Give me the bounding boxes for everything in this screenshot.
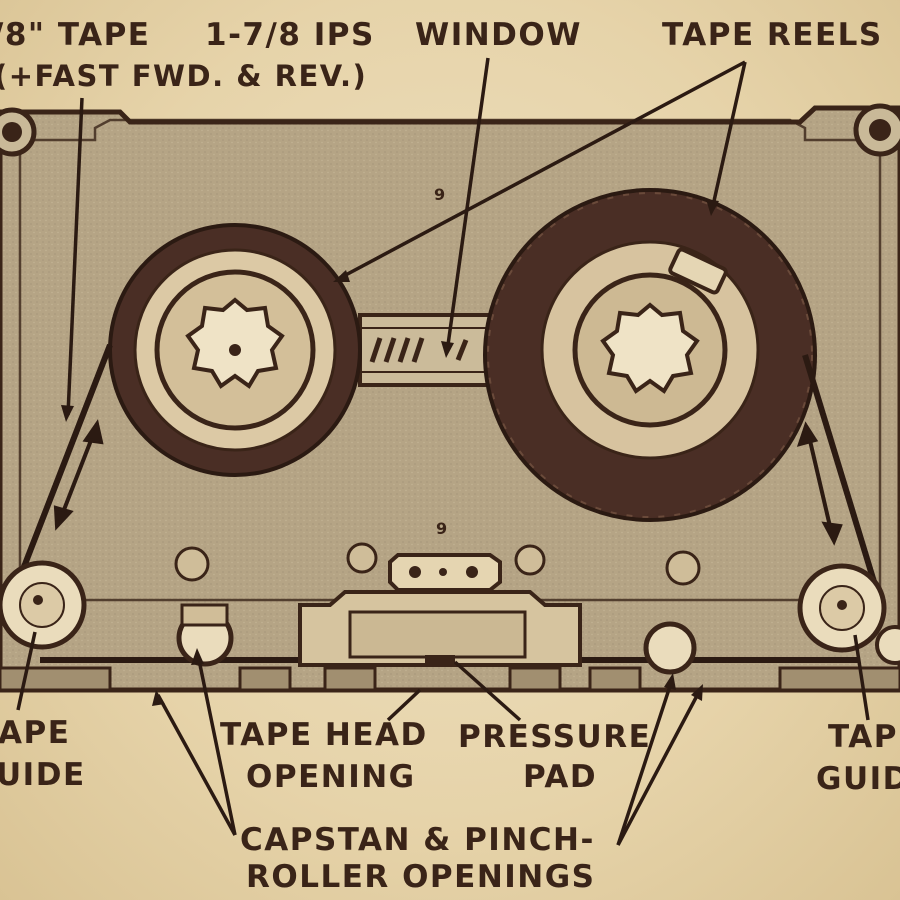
right-edge-roller [875, 625, 900, 665]
leader-lines [16, 57, 870, 846]
label-window: WINDOW [415, 17, 582, 53]
label-speed: 1-7/8 IPS [205, 17, 375, 53]
right-tape-reel [483, 188, 817, 522]
right-capstan-roller [643, 621, 697, 675]
label-tape-head-2: OPENING [246, 759, 416, 795]
label-tape-guide-right-1: TAPE [828, 719, 900, 755]
label-fast-fwd-rev: (+FAST FWD. & REV.) [0, 59, 368, 93]
label-tape-width: /8" TAPE [0, 17, 151, 53]
left-reel-hub-icon [229, 344, 241, 356]
label-capstan-2: ROLLER OPENINGS [246, 859, 596, 895]
right-tape-guide [797, 563, 887, 653]
label-pressure-pad-1: PRESSURE [458, 719, 652, 755]
label-tape-guide-left-2: UIDE [0, 757, 86, 793]
pressure-pad-bridge [388, 553, 502, 592]
screw-hole-right [853, 103, 900, 157]
shell-mark-lower: 9 [436, 519, 447, 538]
left-double-arrow-icon [53, 419, 104, 531]
shell-mark-upper: 9 [434, 185, 445, 204]
arrowheads [61, 199, 719, 706]
alignment-holes [174, 542, 701, 586]
left-tape-guide [0, 560, 87, 650]
screw-hole-left [0, 107, 37, 157]
label-tape-guide-left-1: APE [0, 715, 71, 751]
label-tape-guide-right-2: GUID [816, 761, 900, 797]
window [358, 313, 494, 387]
label-pressure-pad-2: PAD [523, 759, 598, 795]
right-double-arrow-icon [796, 421, 843, 546]
tape-head-opening [298, 590, 582, 667]
label-capstan-1: CAPSTAN & PINCH- [240, 822, 595, 858]
label-tape-head-1: TAPE HEAD [220, 717, 428, 753]
label-tape-reels: TAPE REELS [662, 17, 883, 53]
left-capstan-roller [176, 603, 234, 667]
